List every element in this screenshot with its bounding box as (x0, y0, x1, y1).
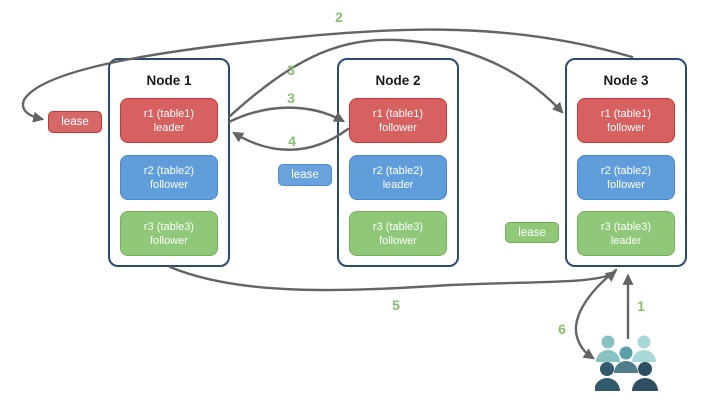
replica-role: follower (150, 234, 188, 247)
person-front-left (595, 362, 620, 391)
replica-role: follower (379, 234, 417, 247)
step-label-1: 1 (637, 298, 645, 314)
node2-replica-r3: r3 (table3) follower (349, 211, 447, 256)
step-label-5: 5 (392, 297, 400, 313)
step-label-3a: 3 (287, 62, 295, 78)
node3-replica-r2: r2 (table2) follower (577, 155, 675, 200)
replica-role: follower (379, 121, 417, 134)
step-label-2: 2 (335, 9, 343, 25)
replica-range: r3 (table3) (143, 220, 195, 233)
person-back-left (596, 335, 620, 362)
replica-range: r2 (table2) (143, 164, 195, 177)
replica-role: follower (150, 178, 188, 191)
node-2-title: Node 2 (375, 73, 421, 88)
node1-replica-r3: r3 (table3) follower (120, 211, 218, 256)
replica-role: leader (153, 121, 185, 134)
replica-range: r2 (table2) (600, 164, 652, 177)
replica-role: follower (607, 121, 645, 134)
node2-replica-r2: r2 (table2) leader (349, 155, 447, 200)
lease-badge-r1: lease (48, 111, 102, 133)
node-1-title: Node 1 (146, 73, 192, 88)
users-group-icon (595, 335, 658, 391)
replica-range: r1 (table1) (600, 107, 652, 120)
node-3-box: Node 3 r1 (table1) follower r2 (table2) … (565, 58, 687, 267)
replica-range: r3 (table3) (372, 220, 424, 233)
node2-replica-r1: r1 (table1) follower (349, 98, 447, 143)
arrow-step5-node1-to-node3 (168, 265, 617, 292)
node3-replica-r1: r1 (table1) follower (577, 98, 675, 143)
node-2-box: Node 2 r1 (table1) follower r2 (table2) … (337, 58, 459, 267)
step-label-4: 4 (288, 133, 296, 149)
lease-badge-r2: lease (278, 164, 332, 186)
replica-role: follower (607, 178, 645, 191)
person-middle (614, 346, 638, 373)
person-front-right (632, 362, 658, 391)
replica-role: leader (382, 178, 414, 191)
step-label-6: 6 (558, 321, 566, 337)
node3-replica-r3: r3 (table3) leader (577, 211, 675, 256)
arrow-step3-leader-to-node2-follower (227, 106, 345, 124)
node1-replica-r2: r2 (table2) follower (120, 155, 218, 200)
node-1-box: Node 1 r1 (table1) leader r2 (table2) fo… (108, 58, 230, 267)
step-label-3b: 3 (287, 90, 295, 106)
replica-range: r1 (table1) (143, 107, 195, 120)
node-3-title: Node 3 (603, 73, 649, 88)
replica-role: leader (610, 234, 642, 247)
lease-badge-r3: lease (505, 222, 559, 243)
replica-range: r1 (table1) (372, 107, 424, 120)
replica-range: r3 (table3) (600, 220, 652, 233)
replica-range: r2 (table2) (372, 164, 424, 177)
person-back-right (632, 335, 656, 362)
node1-replica-r1: r1 (table1) leader (120, 98, 218, 143)
